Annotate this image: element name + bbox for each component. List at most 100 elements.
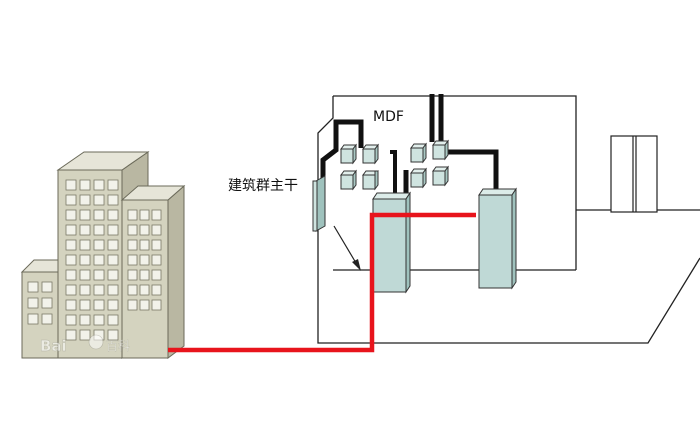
cable-to-right-rack	[441, 149, 499, 190]
window	[65, 194, 77, 206]
room-floor-front	[317, 257, 700, 344]
right-block-side	[167, 184, 185, 359]
window	[79, 194, 91, 206]
window	[127, 284, 138, 296]
window	[139, 284, 150, 296]
device-cube	[340, 143, 357, 165]
watermark-suffix: 百科	[106, 339, 130, 353]
cable-to-left-rack-b	[390, 150, 397, 196]
window	[107, 329, 119, 341]
mdf-label: MDF	[373, 109, 404, 125]
device-cube	[362, 143, 379, 165]
window	[127, 299, 138, 311]
window	[139, 209, 150, 221]
black-cables	[320, 94, 499, 196]
building-windows	[27, 179, 162, 341]
cable-to-backbone	[320, 119, 364, 178]
window	[107, 254, 119, 266]
pointer-arrow	[333, 225, 361, 271]
window	[79, 284, 91, 296]
window	[107, 179, 119, 191]
window	[65, 314, 77, 326]
window	[107, 209, 119, 221]
window	[139, 239, 150, 251]
backbone-label: 建筑群主干	[228, 178, 298, 194]
window	[93, 299, 105, 311]
window	[151, 269, 162, 281]
window	[79, 224, 91, 236]
window	[65, 179, 77, 191]
window	[127, 254, 138, 266]
rack-left	[372, 191, 411, 294]
window	[79, 179, 91, 191]
window	[93, 209, 105, 221]
window	[139, 224, 150, 236]
device-cube	[432, 139, 449, 161]
window	[151, 209, 162, 221]
window	[107, 239, 119, 251]
window	[107, 284, 119, 296]
patch-devices	[340, 139, 449, 191]
window	[65, 284, 77, 296]
window	[65, 209, 77, 221]
window	[139, 299, 150, 311]
device-cube	[340, 169, 357, 191]
window	[79, 269, 91, 281]
watermark-text: Bai	[40, 337, 67, 355]
window	[139, 254, 150, 266]
window	[79, 254, 91, 266]
window	[107, 269, 119, 281]
window	[139, 269, 150, 281]
window	[107, 314, 119, 326]
window	[93, 284, 105, 296]
window	[27, 297, 39, 309]
window	[27, 281, 39, 293]
window	[127, 269, 138, 281]
window	[93, 254, 105, 266]
device-cube	[410, 142, 427, 164]
backbone-panel	[312, 175, 326, 232]
window	[27, 313, 39, 325]
window	[93, 314, 105, 326]
window	[65, 299, 77, 311]
window	[41, 281, 53, 293]
window	[93, 239, 105, 251]
device-cube	[362, 170, 379, 191]
window	[127, 224, 138, 236]
window	[151, 254, 162, 266]
window	[151, 239, 162, 251]
window	[93, 269, 105, 281]
window	[79, 314, 91, 326]
window	[151, 284, 162, 296]
window	[127, 209, 138, 221]
red-campus-cable	[168, 212, 476, 353]
rack-right	[478, 187, 517, 290]
window	[107, 194, 119, 206]
paw-icon	[88, 334, 104, 350]
room-left-wall	[317, 96, 334, 330]
window	[41, 297, 53, 309]
watermark: Bai 百科	[40, 334, 130, 355]
device-cube	[410, 167, 427, 189]
window	[65, 269, 77, 281]
window	[127, 239, 138, 251]
window	[65, 254, 77, 266]
window	[79, 239, 91, 251]
door	[610, 135, 658, 213]
window	[79, 209, 91, 221]
left-block-top	[20, 259, 59, 273]
window	[65, 329, 77, 341]
window	[93, 179, 105, 191]
window	[151, 224, 162, 236]
window	[65, 224, 77, 236]
window	[41, 313, 53, 325]
window	[93, 224, 105, 236]
window	[65, 239, 77, 251]
window	[79, 299, 91, 311]
window	[151, 299, 162, 311]
window	[93, 194, 105, 206]
room-back-wall	[333, 95, 577, 270]
window	[107, 224, 119, 236]
